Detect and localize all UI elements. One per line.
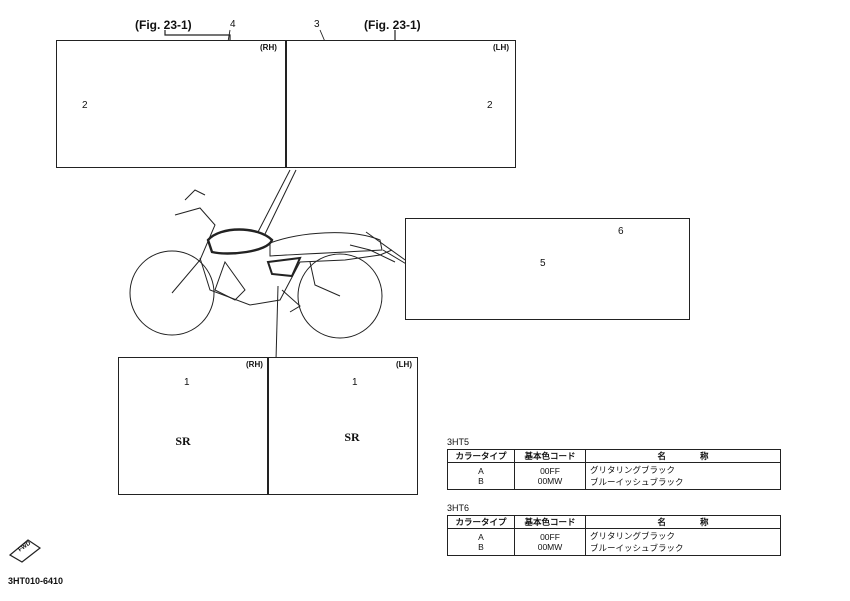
tag-cover-rh: (RH) bbox=[246, 360, 263, 369]
figure-label-left: (Fig. 23-1) bbox=[135, 18, 192, 32]
callout-1-lh: 1 bbox=[352, 377, 358, 388]
table-cell: A B bbox=[447, 462, 515, 490]
motorcycle-drawing bbox=[129, 189, 396, 339]
table-cell: 00FF 00MW bbox=[514, 462, 586, 490]
figure-label-right: (Fig. 23-1) bbox=[364, 18, 421, 32]
panel-cover-lh bbox=[268, 357, 418, 495]
document-number: 3HT010-6410 bbox=[8, 576, 64, 586]
header-name: 名 称 bbox=[585, 449, 781, 463]
header-color-type: カラータイプ bbox=[447, 515, 515, 529]
table-model-2: 3HT6 bbox=[447, 503, 470, 513]
callout-6: 6 bbox=[618, 226, 624, 237]
panel-tank-rh bbox=[56, 40, 286, 168]
callout-4: 4 bbox=[230, 19, 236, 30]
color-code-table-2: カラータイプ 基本色コード 名 称 A B 00FF 00MW グリタリングブラ… bbox=[447, 515, 781, 556]
header-base-color-code: 基本色コード bbox=[514, 449, 586, 463]
table-cell: A B bbox=[447, 528, 515, 556]
callout-2-lh: 2 bbox=[487, 100, 493, 111]
fwd-arrow-shape bbox=[8, 539, 42, 563]
header-color-type: カラータイプ bbox=[447, 449, 515, 463]
table-cell: グリタリングブラック ブルーイッシュブラック bbox=[585, 528, 781, 556]
tag-tank-lh: (LH) bbox=[493, 43, 509, 52]
panel-cover-rh bbox=[118, 357, 268, 495]
table-cell: 00FF 00MW bbox=[514, 528, 586, 556]
table-cell: グリタリングブラック ブルーイッシュブラック bbox=[585, 462, 781, 490]
callout-1-rh: 1 bbox=[184, 377, 190, 388]
callout-2-rh: 2 bbox=[82, 100, 88, 111]
panel-tank-lh bbox=[286, 40, 516, 168]
header-name: 名 称 bbox=[585, 515, 781, 529]
tag-cover-lh: (LH) bbox=[396, 360, 412, 369]
panel-seat-tail bbox=[405, 218, 690, 320]
header-base-color-code: 基本色コード bbox=[514, 515, 586, 529]
sr-emblem-text-rh: SR bbox=[175, 434, 191, 448]
table-model-1: 3HT5 bbox=[447, 437, 470, 447]
color-code-table-1: カラータイプ 基本色コード 名 称 A B 00FF 00MW グリタリングブラ… bbox=[447, 449, 781, 490]
tag-tank-rh: (RH) bbox=[260, 43, 277, 52]
callout-5: 5 bbox=[540, 258, 546, 269]
yamaha-emblem-text: YAMAHA bbox=[603, 272, 635, 279]
callout-3: 3 bbox=[314, 19, 320, 30]
bracket-left bbox=[164, 30, 231, 40]
sr-emblem-text-lh: SR bbox=[344, 430, 360, 444]
